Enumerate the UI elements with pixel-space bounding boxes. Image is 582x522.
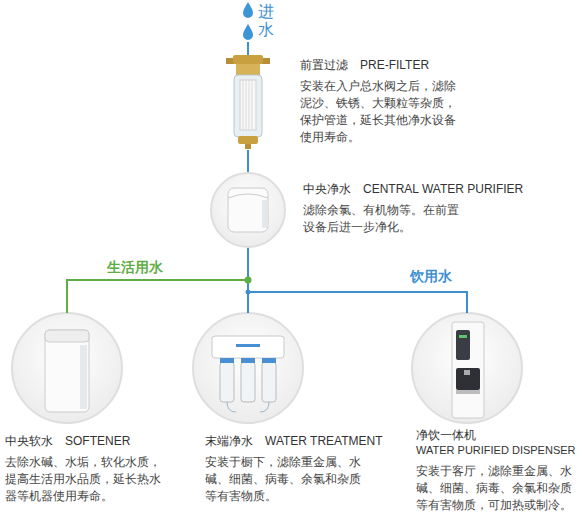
pipe-line xyxy=(67,248,248,313)
junction-dot xyxy=(245,277,252,284)
purifier-shade xyxy=(262,200,267,228)
filter-cartridge xyxy=(220,362,234,402)
cartridge-cap xyxy=(241,358,255,363)
softener-node: 中央软水 SOFTENER 去除水碱、水垢，软化水质，提高生活用水品质，延长热水器… xyxy=(2,313,174,507)
softener-lid xyxy=(45,330,89,342)
pipe-label: 饮用水 xyxy=(408,267,454,285)
cartridge-cap xyxy=(220,358,234,363)
brass-head xyxy=(233,55,263,64)
filter-pleats xyxy=(243,80,252,130)
water-drop xyxy=(243,2,253,18)
filter-screen xyxy=(240,80,256,130)
description-text: 安装在入户总水阀之后，滤除泥沙、铁锈、大颗粒等杂质，保护管道，延长其他净水设备使… xyxy=(300,78,458,146)
dispenser-body xyxy=(452,322,484,418)
pipe-fitting xyxy=(262,58,270,64)
drain-tip xyxy=(245,144,251,149)
inlet-label: 进水 xyxy=(258,3,274,38)
product-circle xyxy=(412,313,522,423)
tap-recess xyxy=(456,368,480,390)
description-text: 安装于橱下，滤除重金属、水碱、细菌、病毒、余氯和杂质等有害物质。 xyxy=(205,454,363,505)
purifier-lid xyxy=(228,194,268,198)
dispenser-node: 净饮一体机WATER PURIFIED DISPENSER 安装于客厅，滤除重金属… xyxy=(414,313,580,516)
softener-cabinet xyxy=(45,330,89,412)
drip-tray xyxy=(456,390,480,394)
purifier-node: 中央净水 CENTRAL WATER PURIFIER 滤除余氯、有机物等。在前置… xyxy=(210,172,570,248)
treatment-node: 末端净水 WATER TREATMENT 安装于橱下，滤除重金属、水碱、细菌、病毒… xyxy=(203,313,375,507)
intake-pipe xyxy=(247,42,249,56)
product-circle xyxy=(193,313,303,423)
control-panel xyxy=(456,330,470,360)
ro-tubing xyxy=(227,402,269,412)
clear-cup xyxy=(234,75,262,137)
product-title: 中央净水 CENTRAL WATER PURIFIER xyxy=(303,182,570,197)
description-text: 安装于客厅，滤除重金属、水碱、细菌、病毒、余氯和杂质等有害物质，可加热或制冷。 xyxy=(416,463,574,514)
cartridge-cap xyxy=(262,358,276,363)
product-title: 前置过滤 PRE-FILTER xyxy=(300,58,548,73)
filter-cartridge xyxy=(241,362,255,402)
product-title: 中央软水 SOFTENER xyxy=(5,434,174,449)
ro-logo xyxy=(236,344,260,347)
brass-cap xyxy=(238,136,258,144)
pre-filter-node: 前置过滤 PRE-FILTER 安装在入户总水阀之后，滤除泥沙、铁锈、大颗粒等杂质… xyxy=(218,50,548,150)
water-drop xyxy=(243,24,253,40)
product-title: WATER PURIFIED DISPENSER xyxy=(416,443,580,458)
junction-dot xyxy=(246,290,251,295)
description-text: 去除水碱、水垢，软化水质，提高生活用水品质，延长热水器等机器使用寿命。 xyxy=(5,454,163,505)
product-title: 净饮一体机 xyxy=(416,428,580,443)
product-title: 末端净水 WATER TREATMENT xyxy=(205,434,375,449)
status-light xyxy=(459,335,467,338)
filter-cartridge xyxy=(262,362,276,402)
ro-header xyxy=(212,336,284,358)
softener-shade xyxy=(80,345,87,409)
pipe-line xyxy=(248,248,467,313)
brass-nut xyxy=(236,64,260,75)
tap-nozzle xyxy=(464,370,470,375)
purifier-body xyxy=(228,188,268,232)
description-text: 滤除余氯、有机物等。在前置设备后进一步净化。 xyxy=(303,202,461,236)
product-circle xyxy=(12,313,122,423)
pipe-fitting xyxy=(226,58,234,64)
pipe-line xyxy=(247,150,249,172)
pipe-label: 生活用水 xyxy=(105,258,165,276)
product-circle xyxy=(211,173,285,247)
